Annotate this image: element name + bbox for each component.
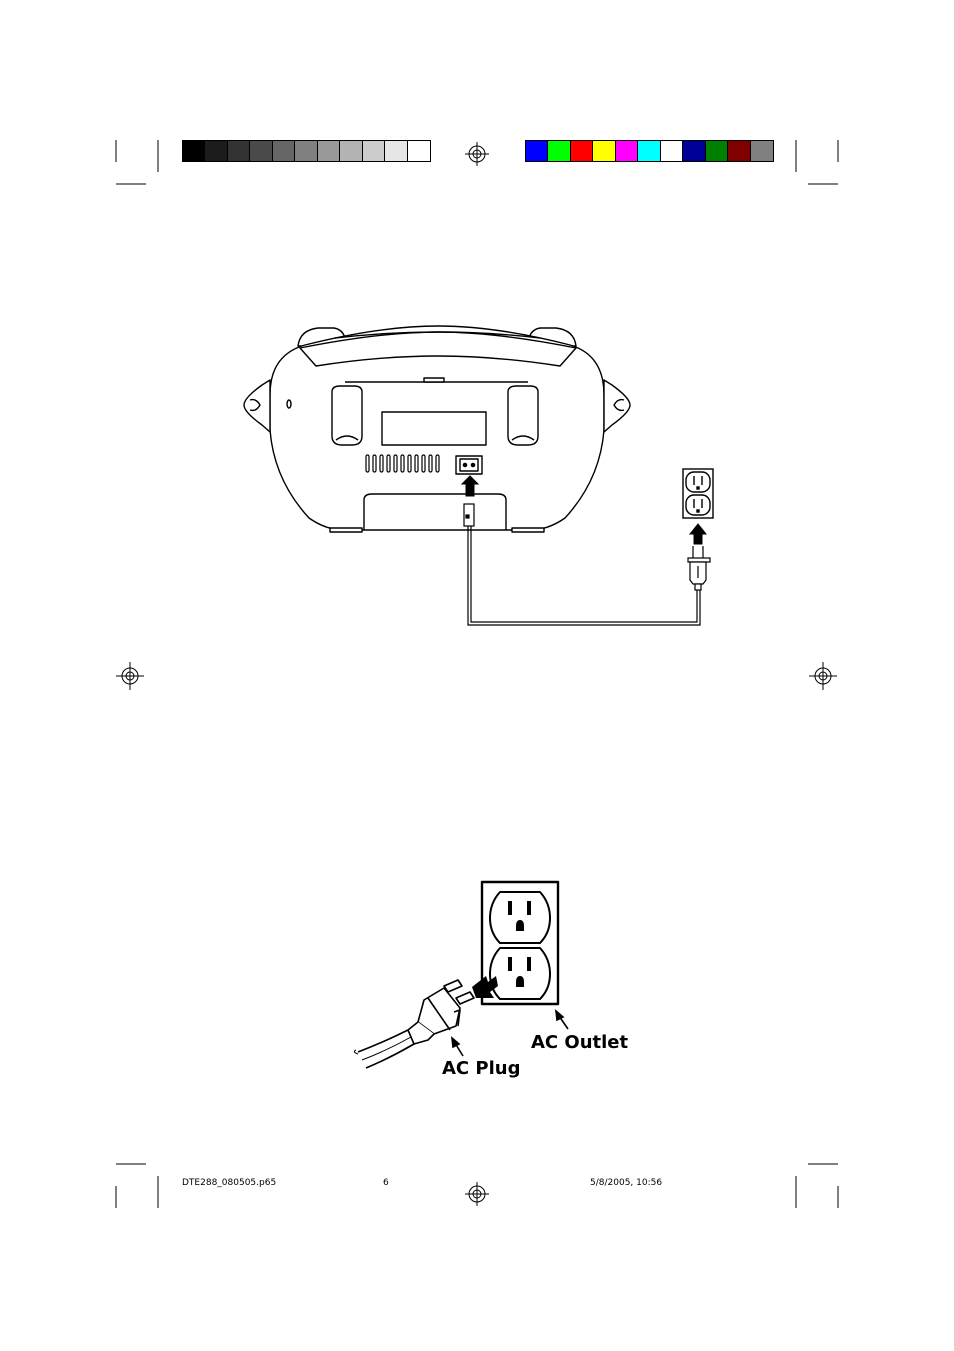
ac-outlet-label: AC Outlet [531,1032,628,1053]
ac-plug-label: AC Plug [442,1058,520,1079]
footer-filename: DTE288_080505.p65 [182,1178,276,1188]
footer-timestamp: 5/8/2005, 10:56 [590,1178,662,1188]
footer-page-number: 6 [383,1178,389,1188]
